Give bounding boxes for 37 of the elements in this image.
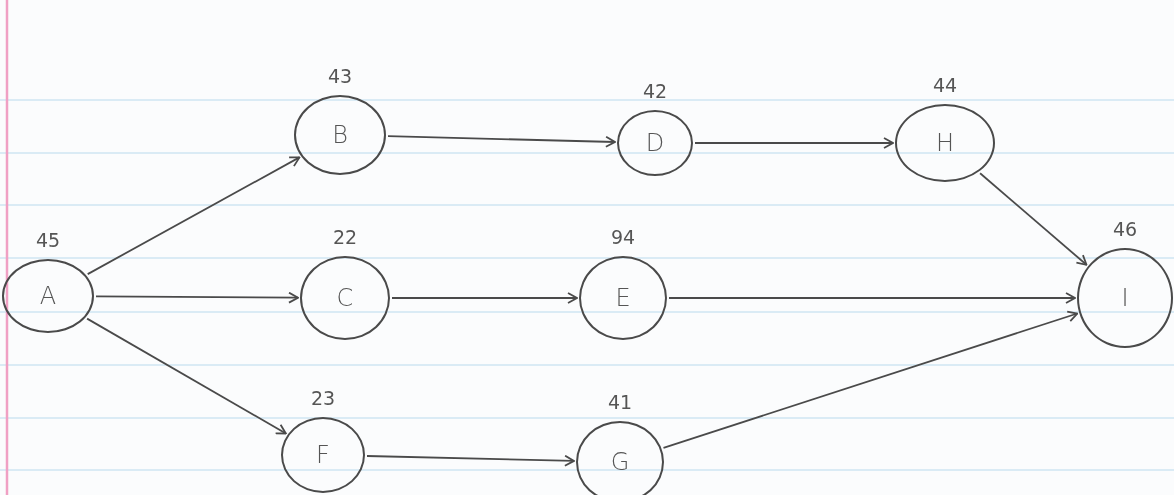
node-value: 42 — [642, 80, 668, 102]
node-label: H — [935, 129, 954, 157]
node-label: C — [336, 284, 354, 312]
event-circle — [300, 256, 390, 340]
arrow — [366, 454, 575, 467]
arrow — [86, 317, 287, 435]
node-label: B — [332, 121, 348, 149]
node-label: E — [615, 284, 631, 312]
node-value: 44 — [932, 74, 958, 96]
node-value: 43 — [327, 65, 353, 87]
event-circle — [1077, 248, 1173, 348]
arrow — [979, 172, 1088, 266]
event-circle — [576, 421, 664, 495]
node-label: D — [645, 129, 665, 157]
node-value: 94 — [610, 226, 636, 248]
arrow — [86, 156, 301, 275]
node-label: G — [610, 448, 630, 476]
event-circle — [294, 95, 386, 175]
event-circle — [895, 104, 995, 182]
arrow — [387, 135, 616, 148]
arrow — [662, 310, 1079, 449]
arrow — [95, 291, 299, 304]
node-value: 23 — [310, 387, 336, 409]
node-value: 45 — [35, 229, 61, 251]
event-circle — [579, 256, 667, 340]
arrow — [391, 292, 578, 304]
event-circle — [281, 417, 365, 493]
node-label: I — [1121, 284, 1129, 312]
arrow — [694, 137, 894, 149]
arrow — [668, 292, 1076, 304]
node-value: 41 — [607, 391, 633, 413]
event-circle — [617, 110, 693, 176]
node-value: 46 — [1112, 218, 1138, 240]
node-label: A — [39, 282, 57, 310]
node-label: F — [316, 441, 330, 469]
node-value: 22 — [332, 226, 358, 248]
event-circle — [2, 259, 94, 333]
